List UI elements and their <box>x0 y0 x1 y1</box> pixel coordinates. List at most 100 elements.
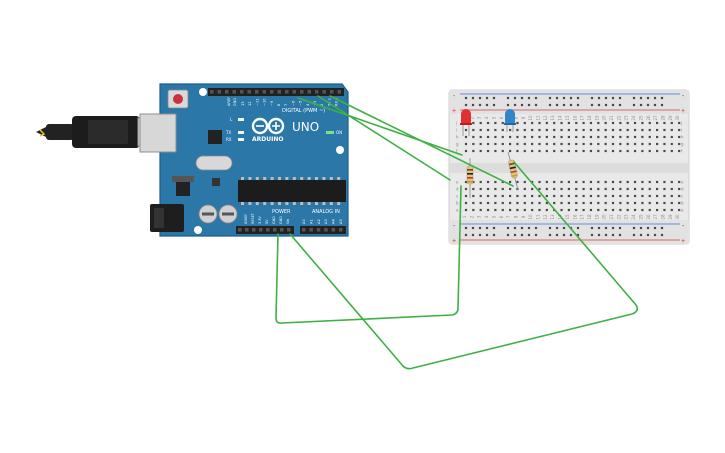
breadboard-hole[interactable] <box>486 180 490 184</box>
breadboard-hole[interactable] <box>567 187 570 191</box>
breadboard-hole[interactable] <box>479 201 482 205</box>
breadboard-hole[interactable] <box>479 149 482 153</box>
breadboard-hole[interactable] <box>656 149 659 153</box>
breadboard-hole[interactable] <box>575 135 578 139</box>
breadboard-hole[interactable] <box>567 208 570 212</box>
breadboard-hole[interactable] <box>678 201 681 205</box>
breadboard-hole[interactable] <box>670 149 673 153</box>
breadboard-hole[interactable] <box>472 180 475 184</box>
breadboard-hole[interactable] <box>626 128 629 132</box>
breadboard-hole[interactable] <box>523 135 526 139</box>
wire-digital-to-breadboard-3[interactable] <box>297 97 463 156</box>
header-hole[interactable] <box>240 90 244 94</box>
breadboard-hole[interactable] <box>472 135 475 139</box>
rail-hole[interactable] <box>520 96 524 100</box>
breadboard-hole[interactable] <box>582 149 585 153</box>
breadboard-hole[interactable] <box>633 180 637 184</box>
breadboard-hole[interactable] <box>597 142 600 146</box>
breadboard-hole[interactable] <box>656 121 659 125</box>
breadboard-hole[interactable] <box>531 135 534 139</box>
breadboard-hole[interactable] <box>538 194 541 198</box>
breadboard-hole[interactable] <box>626 194 629 198</box>
breadboard-hole[interactable] <box>575 121 578 125</box>
rail-hole[interactable] <box>513 226 517 230</box>
breadboard-hole[interactable] <box>678 135 681 139</box>
breadboard-hole[interactable] <box>604 180 607 184</box>
reset-button-cap[interactable] <box>173 94 183 104</box>
rail-hole[interactable] <box>527 103 531 107</box>
breadboard-hole[interactable] <box>619 187 622 191</box>
rail-hole[interactable] <box>478 103 482 107</box>
breadboard-hole[interactable] <box>619 201 622 205</box>
rail-hole[interactable] <box>660 233 664 237</box>
breadboard-hole[interactable] <box>589 201 593 205</box>
breadboard-hole[interactable] <box>538 187 541 191</box>
rail-hole[interactable] <box>597 226 601 230</box>
breadboard-hole[interactable] <box>619 149 622 153</box>
breadboard-hole[interactable] <box>575 180 578 184</box>
breadboard-hole[interactable] <box>531 201 534 205</box>
header-hole[interactable] <box>337 90 342 94</box>
breadboard-hole[interactable] <box>553 121 556 125</box>
breadboard-hole[interactable] <box>670 187 673 191</box>
breadboard-hole[interactable] <box>633 142 637 146</box>
rail-hole[interactable] <box>471 103 475 107</box>
breadboard-hole[interactable] <box>567 128 570 132</box>
breadboard-hole[interactable] <box>648 187 651 191</box>
breadboard-hole[interactable] <box>597 194 600 198</box>
rail-hole[interactable] <box>590 233 594 237</box>
rail-hole[interactable] <box>646 96 650 100</box>
breadboard-hole[interactable] <box>516 180 519 184</box>
rail-hole[interactable] <box>632 96 636 100</box>
breadboard-hole[interactable] <box>670 135 673 139</box>
wire-digital-to-breadboard-1[interactable] <box>317 95 451 181</box>
rail-hole[interactable] <box>576 226 580 230</box>
breadboard-hole[interactable] <box>472 149 475 153</box>
breadboard-hole[interactable] <box>678 149 681 153</box>
rail-hole[interactable] <box>653 103 657 107</box>
breadboard-hole[interactable] <box>619 208 622 212</box>
breadboard-hole[interactable] <box>560 128 563 132</box>
breadboard-hole[interactable] <box>560 180 563 184</box>
header-hole[interactable] <box>273 228 277 232</box>
rail-hole[interactable] <box>520 226 524 230</box>
rail-hole[interactable] <box>604 103 608 107</box>
breadboard-hole[interactable] <box>486 201 490 205</box>
breadboard-hole[interactable] <box>626 187 629 191</box>
breadboard-hole[interactable] <box>567 180 570 184</box>
breadboard-hole[interactable] <box>670 142 673 146</box>
header-hole[interactable] <box>225 90 229 94</box>
breadboard-hole[interactable] <box>611 201 615 205</box>
breadboard-hole[interactable] <box>545 121 548 125</box>
breadboard-hole[interactable] <box>545 135 548 139</box>
rail-hole[interactable] <box>471 226 475 230</box>
breadboard-hole[interactable] <box>604 149 607 153</box>
breadboard-hole[interactable] <box>494 121 497 125</box>
breadboard-hole[interactable] <box>479 128 482 132</box>
breadboard-hole[interactable] <box>516 201 519 205</box>
rail-hole[interactable] <box>646 226 650 230</box>
breadboard-hole[interactable] <box>611 194 615 198</box>
breadboard-hole[interactable] <box>567 194 570 198</box>
breadboard-hole[interactable] <box>589 135 593 139</box>
breadboard-hole[interactable] <box>648 121 651 125</box>
rail-hole[interactable] <box>555 226 559 230</box>
header-hole[interactable] <box>238 228 242 232</box>
breadboard-hole[interactable] <box>479 194 482 198</box>
rail-hole[interactable] <box>464 233 468 237</box>
breadboard-hole[interactable] <box>472 201 475 205</box>
header-hole[interactable] <box>266 228 270 232</box>
breadboard-hole[interactable] <box>604 128 607 132</box>
rail-hole[interactable] <box>555 233 559 237</box>
breadboard-hole[interactable] <box>678 208 681 212</box>
breadboard-hole[interactable] <box>501 180 504 184</box>
rail-hole[interactable] <box>492 226 496 230</box>
breadboard-hole[interactable] <box>582 121 585 125</box>
header-hole[interactable] <box>292 90 297 94</box>
breadboard-hole[interactable] <box>567 201 570 205</box>
breadboard-hole[interactable] <box>611 180 615 184</box>
breadboard-hole[interactable] <box>604 121 607 125</box>
breadboard-hole[interactable] <box>604 187 607 191</box>
breadboard-hole[interactable] <box>523 180 526 184</box>
breadboard-hole[interactable] <box>670 121 673 125</box>
